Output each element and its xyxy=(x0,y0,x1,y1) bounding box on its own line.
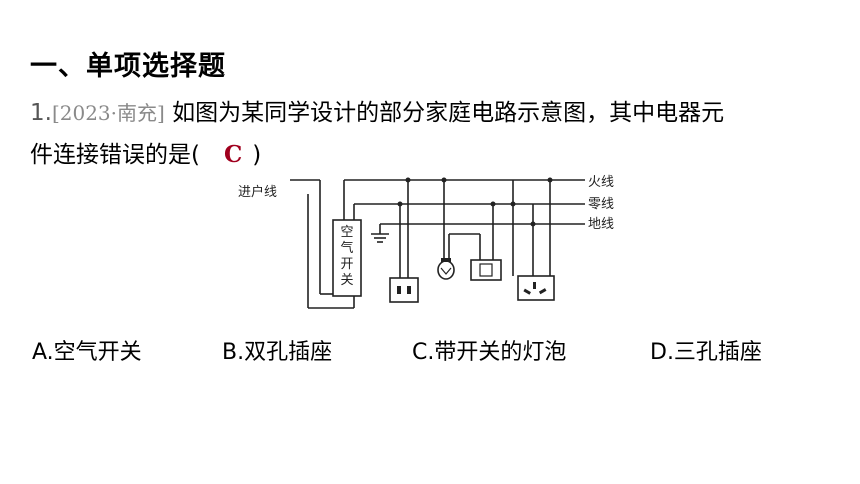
air-switch-char: 空 xyxy=(340,225,353,240)
label-ground: 地线 xyxy=(588,217,614,232)
question-text-line1: 如图为某同学设计的部分家庭电路示意图，其中电器元 xyxy=(172,100,725,126)
lamp-bulb xyxy=(437,258,455,280)
air-switch-char: 开 xyxy=(340,257,353,272)
question-stem: 1.[2023·南充] 如图为某同学设计的部分家庭电路示意图，其中电器元 件连接… xyxy=(30,92,830,176)
air-switch xyxy=(332,219,362,297)
option-a[interactable]: A.空气开关 xyxy=(32,340,142,365)
answer-letter: C xyxy=(223,141,243,168)
section-title: 一、单项选择题 xyxy=(30,51,226,82)
air-switch-char: 气 xyxy=(340,240,353,256)
air-switch-char: 关 xyxy=(340,273,353,288)
option-d[interactable]: D.三孔插座 xyxy=(650,340,762,365)
option-c[interactable]: C.带开关的灯泡 xyxy=(412,340,567,365)
question-number: 1. xyxy=(30,100,52,126)
circuit-diagram: 空 气 开 关 进户线 火线 零线 地线 xyxy=(238,175,614,309)
label-neutral: 零线 xyxy=(588,197,614,212)
label-live: 火线 xyxy=(588,175,614,190)
two-hole-socket xyxy=(389,277,419,303)
question-close-paren: ) xyxy=(252,142,262,168)
option-b[interactable]: B.双孔插座 xyxy=(222,340,333,365)
label-inlet: 进户线 xyxy=(238,184,277,200)
question-source: [2023·南充] xyxy=(51,101,165,125)
question-text-line2: 件连接错误的是( xyxy=(30,142,200,168)
